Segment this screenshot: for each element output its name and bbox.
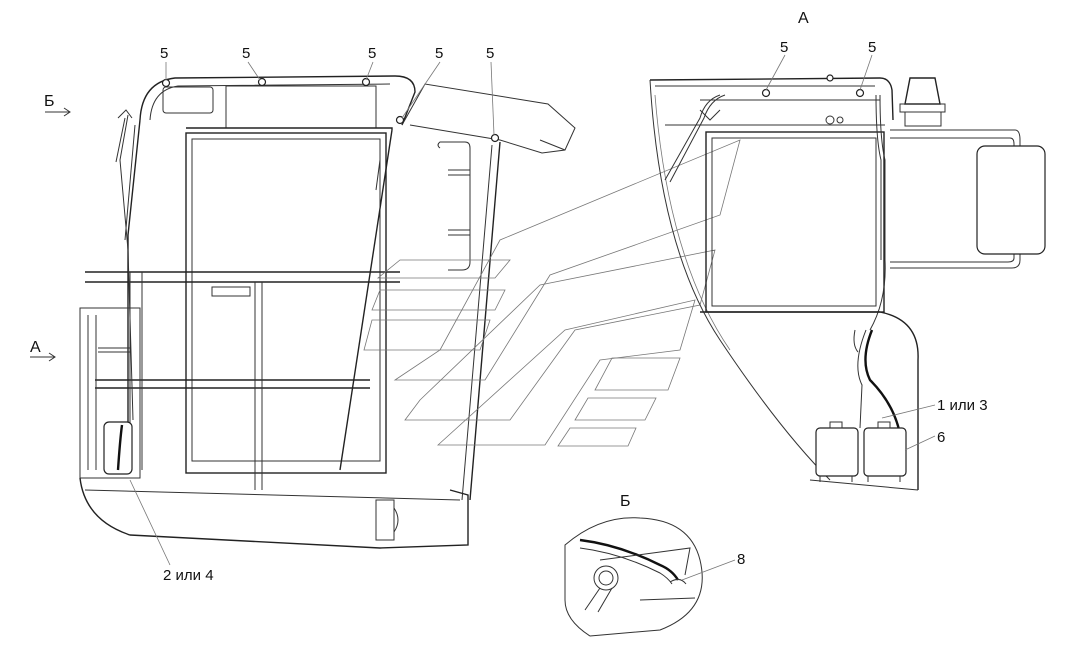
callout-tank-right: 1 или 3 [937, 397, 988, 414]
view-a-cab-front [649, 74, 1046, 491]
side-mirror [976, 145, 1046, 255]
washer-tank-2 [863, 427, 907, 477]
callout-5-1: 5 [160, 45, 168, 62]
callout-5-4: 5 [435, 45, 443, 62]
callout-tank-left: 2 или 4 [163, 567, 214, 584]
view-a-title: А [798, 10, 809, 27]
fastener-markers-left [161, 77, 500, 143]
cab-side-view [79, 75, 576, 549]
washer-tank-left [103, 421, 133, 475]
labels: А Б Б А 5 5 5 5 5 5 5 2 или 4 1 или 3 6 … [30, 10, 988, 584]
callout-5-6: 5 [780, 39, 788, 56]
callout-5-5: 5 [486, 45, 494, 62]
view-b-title: Б [620, 493, 631, 510]
arrow-b-label: Б [44, 93, 55, 110]
washer-tank-1 [815, 427, 859, 477]
callout-5-2: 5 [242, 45, 250, 62]
callout-5-7: 5 [868, 39, 876, 56]
leader-lines [30, 54, 936, 581]
callout-5-3: 5 [368, 45, 376, 62]
detail-view-b [564, 517, 703, 637]
stripe-decal [363, 139, 741, 447]
callout-pump: 6 [937, 429, 945, 446]
arrow-a-label: А [30, 339, 41, 356]
callout-hose-detail: 8 [737, 551, 745, 568]
